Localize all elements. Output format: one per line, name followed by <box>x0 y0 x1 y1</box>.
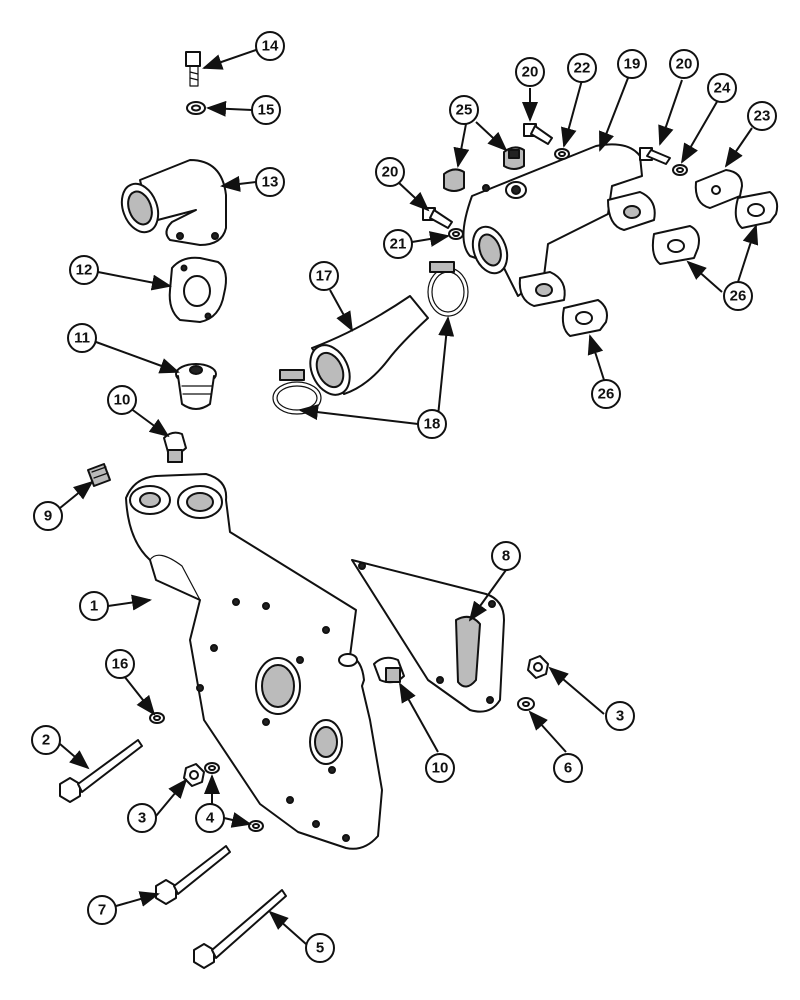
lock-washer-part-4 <box>204 762 264 832</box>
callout-label: 4 <box>206 810 215 827</box>
pipe-plug-part <box>443 146 525 192</box>
callout-6: 6 <box>553 753 583 783</box>
callout-label: 19 <box>624 56 641 73</box>
small-plug-part <box>87 463 111 487</box>
callout-8: 8 <box>491 541 521 571</box>
thermostat-part <box>175 363 217 410</box>
callout-label: 14 <box>262 38 279 55</box>
callout-label: 6 <box>564 760 572 777</box>
callout-4: 4 <box>195 803 225 833</box>
callout-label: 23 <box>754 108 771 125</box>
callout-26-right: 26 <box>723 281 753 311</box>
water-pump-housing-part <box>125 473 383 850</box>
callout-label: 25 <box>456 102 473 119</box>
callout-25: 25 <box>449 95 479 125</box>
callout-label: 16 <box>112 656 129 673</box>
callout-3-right: 3 <box>605 701 635 731</box>
callout-label: 3 <box>138 810 146 827</box>
callout-label: 24 <box>714 80 731 97</box>
callout-label: 8 <box>502 548 510 565</box>
callout-label: 22 <box>574 60 591 77</box>
leader-lines <box>59 49 759 945</box>
callout-21: 21 <box>383 229 413 259</box>
callout-label: 2 <box>42 732 50 749</box>
callout-label: 18 <box>424 416 441 433</box>
callout-14: 14 <box>255 31 285 61</box>
nut-part <box>183 763 205 787</box>
callout-11: 11 <box>67 323 97 353</box>
washer-part-6 <box>517 697 535 711</box>
callout-label: 20 <box>382 164 399 181</box>
bypass-hose-part <box>309 295 429 396</box>
callout-16: 16 <box>105 649 135 679</box>
outlet-gasket-part <box>168 256 227 323</box>
bolt-part-20 <box>422 123 671 229</box>
callout-label: 12 <box>76 262 93 279</box>
callout-label: 20 <box>522 64 539 81</box>
callout-label: 13 <box>262 174 279 191</box>
callout-23: 23 <box>747 101 777 131</box>
hose-clamp-part <box>272 261 469 415</box>
callout-20-mid: 20 <box>515 57 545 87</box>
callout-3-left: 3 <box>127 803 157 833</box>
callout-20-left: 20 <box>375 157 405 187</box>
callout-label: 7 <box>98 902 106 919</box>
callout-10-lower: 10 <box>425 753 455 783</box>
nut-part-right <box>527 655 549 679</box>
callout-label: 26 <box>598 386 615 403</box>
long-bolt-part-2 <box>59 739 143 803</box>
callout-18: 18 <box>417 409 447 439</box>
elbow-outlet-part <box>120 159 227 246</box>
callout-label: 11 <box>74 330 90 347</box>
callout-label: 21 <box>390 236 407 253</box>
callout-12: 12 <box>69 255 99 285</box>
bolt-part <box>185 51 201 87</box>
callout-10-top: 10 <box>107 385 137 415</box>
callout-label: 10 <box>432 760 449 777</box>
long-bolt-part-5 <box>193 889 287 969</box>
callout-7: 7 <box>87 895 117 925</box>
callout-15: 15 <box>251 95 281 125</box>
callout-20-right: 20 <box>669 49 699 79</box>
callout-13: 13 <box>255 167 285 197</box>
flange-gasket-part-23 <box>694 169 743 209</box>
callout-19: 19 <box>617 49 647 79</box>
plug-part-lower <box>373 656 405 684</box>
long-bolt-part-7 <box>155 845 231 905</box>
callout-label: 9 <box>44 508 52 525</box>
callout-label: 1 <box>90 598 98 615</box>
cover-plate-gasket-part <box>351 559 505 713</box>
callout-24: 24 <box>707 73 737 103</box>
lock-washer-part <box>186 101 206 115</box>
water-manifold-part <box>462 143 656 307</box>
callout-label: 17 <box>316 268 333 285</box>
callout-17: 17 <box>309 261 339 291</box>
callout-9: 9 <box>33 501 63 531</box>
flange-gasket-part-26 <box>561 191 779 337</box>
callout-label: 10 <box>114 392 131 409</box>
callout-label: 5 <box>316 940 324 957</box>
callout-2: 2 <box>31 725 61 755</box>
plug-part <box>163 431 187 463</box>
callout-22: 22 <box>567 53 597 83</box>
callout-label: 26 <box>730 288 747 305</box>
callout-label: 15 <box>258 102 275 119</box>
callout-label: 3 <box>616 708 624 725</box>
callout-26-bottom: 26 <box>591 379 621 409</box>
callout-5: 5 <box>305 933 335 963</box>
callout-1: 1 <box>79 591 109 621</box>
lock-washer-part-16 <box>149 712 165 724</box>
callout-label: 20 <box>676 56 693 73</box>
washer-part <box>448 148 688 240</box>
